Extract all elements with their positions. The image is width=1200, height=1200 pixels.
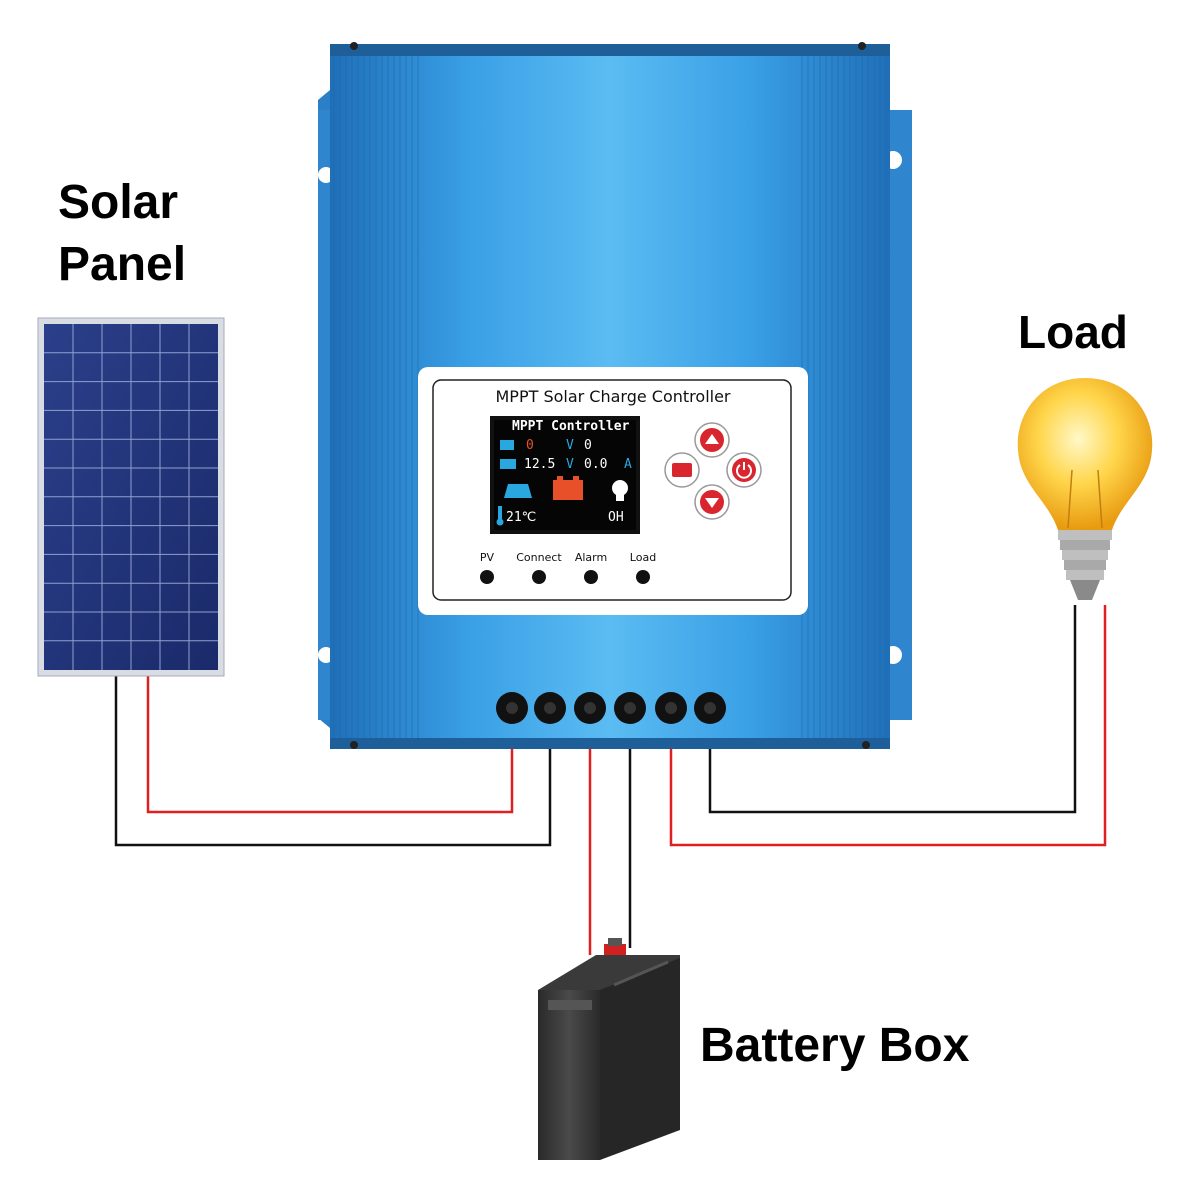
battery-box-label: Battery Box [700, 1019, 970, 1072]
load-negative-wire [708, 605, 1077, 814]
battery-box [538, 938, 680, 1160]
front-panel [418, 367, 808, 615]
solar-label-line2: Panel [58, 238, 187, 291]
solar-panel [37, 317, 225, 677]
load-indicator-led [636, 570, 650, 584]
pv-indicator-label: PV [479, 551, 495, 564]
solar-panel-label: Solar Panel [58, 172, 186, 296]
load-label: Load [1018, 306, 1128, 358]
lcd-pv-voltage-unit: V [566, 438, 574, 453]
connect-indicator-led [532, 570, 546, 584]
terminal-screw-head [704, 702, 716, 714]
lcd-battery-voltage: 12.5 [524, 457, 556, 472]
terminal-block [496, 692, 726, 724]
solar-positive-wire [146, 675, 514, 814]
terminal-screw-head [506, 702, 518, 714]
wires [114, 605, 1107, 955]
lcd-battery-current: 0.0 [584, 457, 608, 472]
connect-indicator-label: Connect [516, 551, 562, 564]
controller-panel-title: MPPT Solar Charge Controller [495, 387, 731, 406]
solar-negative-wire [114, 675, 552, 847]
lcd-charging-battery-icon [553, 476, 583, 500]
lcd-load-status: OH [608, 510, 624, 525]
terminal-screw-head [624, 702, 636, 714]
lcd-pv-current: 0 [584, 438, 592, 453]
load-indicator-label: Load [629, 551, 657, 564]
terminal-screw-head [584, 702, 596, 714]
lcd-battery-icon [500, 459, 516, 469]
lcd-solar-icon [500, 440, 514, 450]
alarm-indicator-led [584, 570, 598, 584]
light-bulb [1017, 378, 1153, 600]
pv-indicator-led [480, 570, 494, 584]
down-button[interactable] [694, 484, 730, 520]
up-button[interactable] [694, 422, 730, 458]
alarm-indicator-label: Alarm [574, 551, 608, 564]
lcd-bulb-icon [612, 480, 628, 501]
lcd-solar-panel-icon [504, 484, 532, 498]
lcd-thermometer-icon [496, 506, 504, 526]
lcd-temperature: 21℃ [506, 510, 537, 525]
load-positive-wire [669, 605, 1107, 847]
terminal-screw-head [665, 702, 677, 714]
battery-positive-terminal [604, 944, 626, 958]
lcd-pv-voltage: 0 [526, 438, 534, 453]
lcd-header: MPPT Controller [512, 419, 630, 434]
lcd-battery-current-unit: A [624, 457, 632, 472]
lcd-battery-voltage-unit: V [566, 457, 574, 472]
power-button[interactable] [726, 452, 762, 488]
terminal-screw-head [544, 702, 556, 714]
menu-button[interactable] [664, 452, 700, 488]
solar-label-line1: Solar [58, 176, 179, 229]
